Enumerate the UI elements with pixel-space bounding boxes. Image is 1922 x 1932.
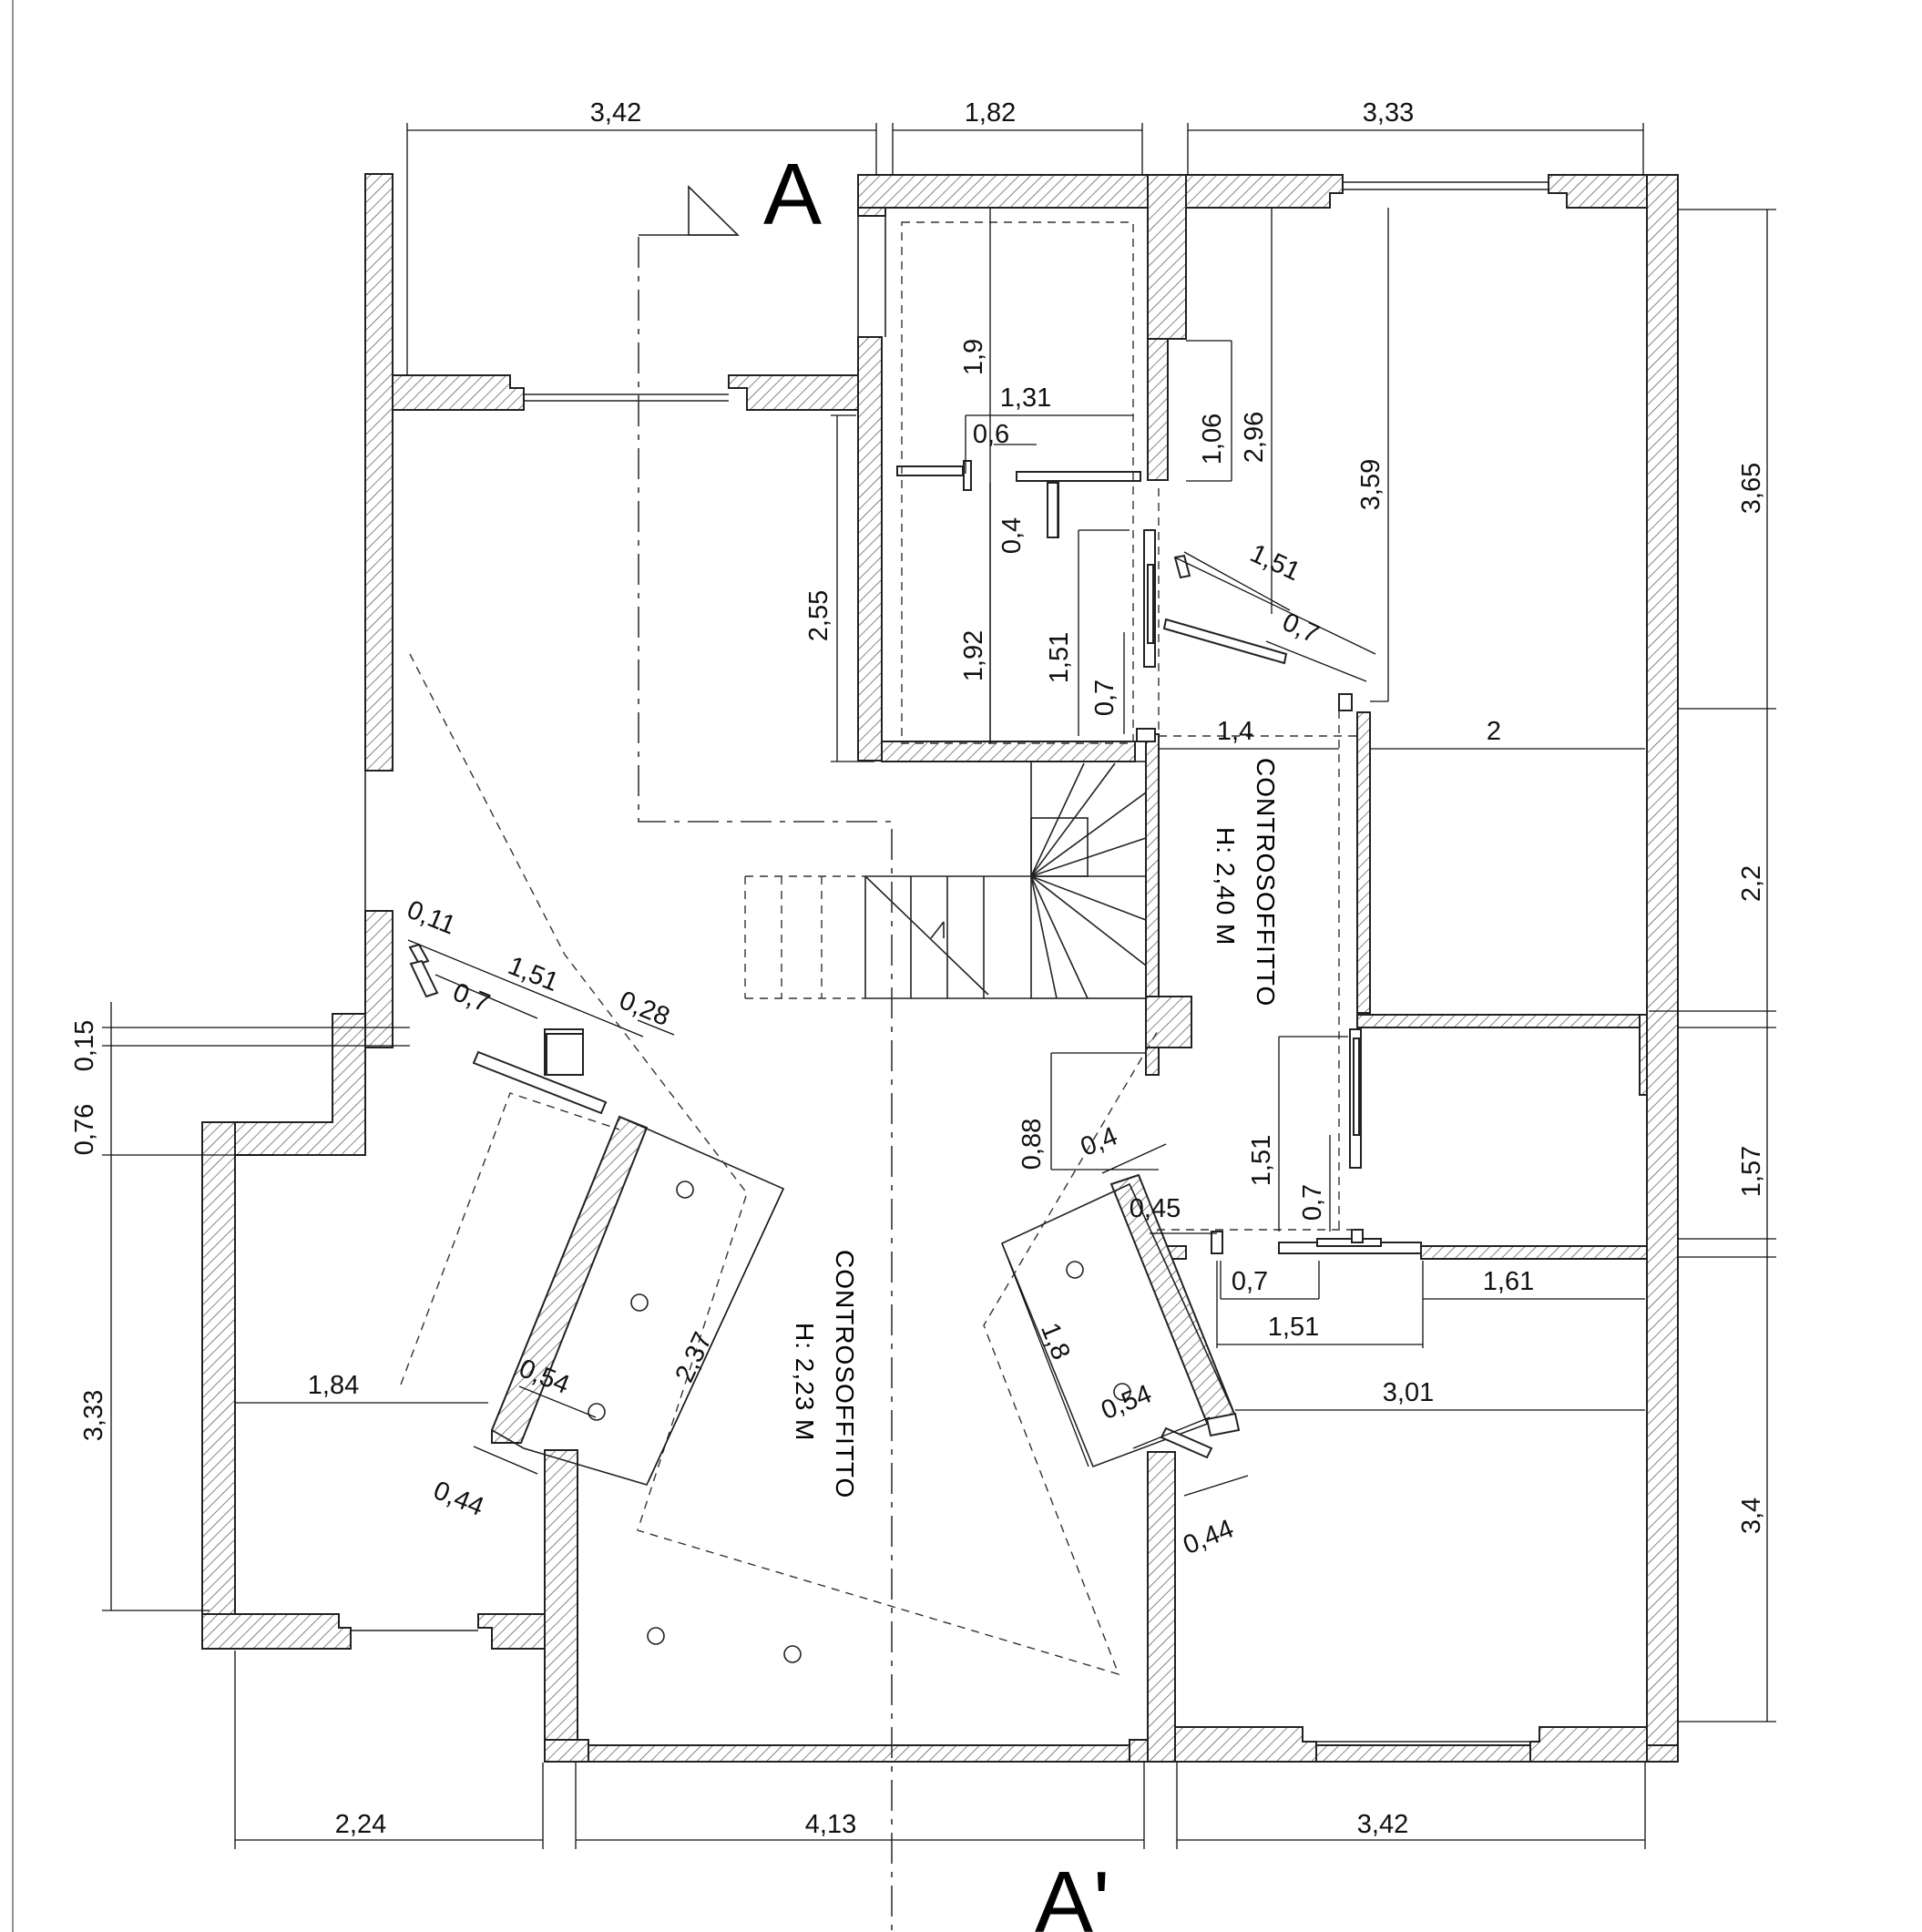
- wall-top-storage: [857, 174, 1187, 209]
- wall-left-upper: [364, 173, 394, 772]
- wall-partition-r2: [1639, 1014, 1648, 1096]
- dim-0-88: 0,88: [1017, 1119, 1047, 1170]
- wall-terrace-left: [392, 374, 525, 411]
- dim-bottom-right: 3,42: [1357, 1810, 1408, 1839]
- dim-2-55: 2,55: [804, 590, 833, 641]
- dim-2-2: 2,2: [1737, 865, 1766, 902]
- dim-top-mid: 1,82: [965, 98, 1016, 128]
- ceiling-note-upper-line2: H: 2,40 M: [1211, 827, 1240, 946]
- dim-1-31: 1,31: [1000, 383, 1051, 413]
- wall-terrace-right: [728, 374, 859, 411]
- wall-storage-bottom: [881, 741, 1136, 762]
- dim-1-61: 1,61: [1483, 1267, 1534, 1296]
- dim-1-84: 1,84: [308, 1371, 359, 1400]
- dim-3-59: 3,59: [1356, 459, 1385, 510]
- section-axis: [638, 185, 893, 1932]
- dim-0-28: 0,28: [615, 986, 673, 1032]
- wall-top-right-a: [1185, 174, 1344, 209]
- bay-boxes: [490, 1115, 1241, 1486]
- ceiling-note-upper: CONTROSOFFITTO H: 2,40 M: [1211, 758, 1280, 1007]
- dim-2: 2: [1487, 717, 1501, 746]
- dim-1-92: 1,92: [959, 630, 988, 681]
- dim-0-6: 0,6: [973, 420, 1009, 449]
- wall-partition-h: [1356, 1014, 1648, 1028]
- dim-1-51-diag-a: 1,51: [1245, 538, 1304, 587]
- dim-0-76: 0,76: [70, 1104, 99, 1155]
- wall-bottom: [544, 1744, 1679, 1763]
- dim-1-8: 1,8: [1035, 1319, 1076, 1364]
- dim-1-9: 1,9: [959, 339, 988, 375]
- dimension-labels: 3,42 1,82 3,33 1,9 1,31 0,6 0,4 1,06 2,9…: [70, 98, 1766, 1839]
- dim-0-45: 0,45: [1130, 1194, 1181, 1223]
- dim-1-06: 1,06: [1198, 414, 1227, 465]
- dim-1-51-vertical-a: 1,51: [1045, 632, 1074, 683]
- wall-partition-h2: [1420, 1245, 1648, 1260]
- dim-top-left: 3,42: [590, 98, 641, 128]
- dim-bottom-left: 2,24: [335, 1810, 386, 1839]
- false-ceiling-outlines: [400, 221, 1363, 1676]
- dim-0-11: 0,11: [403, 895, 459, 941]
- wall-bottom-right-b: [1529, 1726, 1648, 1763]
- wall-storage-right: [1147, 174, 1187, 340]
- dim-top-right: 3,33: [1363, 98, 1414, 128]
- dim-1-51-diag-b: 1,51: [504, 951, 562, 997]
- wall-partition-right: [1356, 711, 1371, 1014]
- dim-0-54-b: 0,54: [1097, 1379, 1155, 1426]
- dim-3-01: 3,01: [1383, 1378, 1434, 1407]
- wall-left-mid: [364, 910, 394, 1048]
- wall-center-right: [1147, 1451, 1176, 1763]
- ceiling-note-lower-line1: CONTROSOFFITTO: [831, 1250, 859, 1498]
- wall-storage-left: [857, 336, 883, 762]
- wall-bottom-right-a: [1174, 1726, 1317, 1763]
- dim-0-7-vertical-b: 0,7: [1298, 1184, 1327, 1221]
- dimension-lines: [102, 123, 1776, 1849]
- dim-2-96: 2,96: [1240, 412, 1269, 463]
- section-label-a-prime: A': [1035, 1854, 1109, 1932]
- dim-3-33: 3,33: [79, 1390, 108, 1441]
- dim-1-57: 1,57: [1737, 1146, 1766, 1197]
- dim-0-15: 0,15: [70, 1020, 99, 1071]
- ceiling-note-upper-line1: CONTROSOFFITTO: [1252, 758, 1280, 1007]
- wall-storage-right-b: [1147, 338, 1169, 481]
- dim-3-4: 3,4: [1737, 1498, 1766, 1534]
- dim-1-51-vertical-b: 1,51: [1247, 1135, 1276, 1186]
- section-label-a: A: [763, 146, 822, 243]
- ceiling-note-lower-line2: H: 2,23 M: [791, 1323, 819, 1441]
- dim-0-7-diag-a: 0,7: [1278, 608, 1324, 649]
- ceiling-note-lower: CONTROSOFFITTO H: 2,23 M: [791, 1250, 859, 1498]
- wall-far-left: [201, 1121, 236, 1650]
- bay-box-left: [491, 1115, 649, 1444]
- wall-right: [1646, 174, 1679, 1763]
- dim-1-4: 1,4: [1217, 717, 1253, 746]
- wall-bottom-left: [201, 1613, 352, 1650]
- wall-bottom-left-b: [477, 1613, 546, 1650]
- dim-1-51-horizontal: 1,51: [1268, 1313, 1319, 1342]
- walls: [201, 173, 1679, 1763]
- dim-2-37: 2,37: [670, 1328, 718, 1387]
- dim-0-44-b: 0,44: [1179, 1514, 1237, 1560]
- dim-bottom-mid: 4,13: [805, 1810, 856, 1839]
- dim-0-7-horizontal: 0,7: [1232, 1267, 1268, 1296]
- dim-0-7-vertical-a: 0,7: [1090, 680, 1119, 716]
- dim-0-4: 0,4: [997, 517, 1027, 554]
- wall-center-left: [544, 1449, 578, 1763]
- dim-3-65: 3,65: [1737, 463, 1766, 514]
- dim-0-4-diag: 0,4: [1077, 1121, 1121, 1162]
- wall-mid-block: [1145, 996, 1192, 1048]
- openings: [351, 181, 1549, 1746]
- chimney-block: [546, 1033, 584, 1076]
- dim-0-44-a: 0,44: [429, 1476, 487, 1522]
- wall-bottom-inner-left: [544, 1739, 589, 1763]
